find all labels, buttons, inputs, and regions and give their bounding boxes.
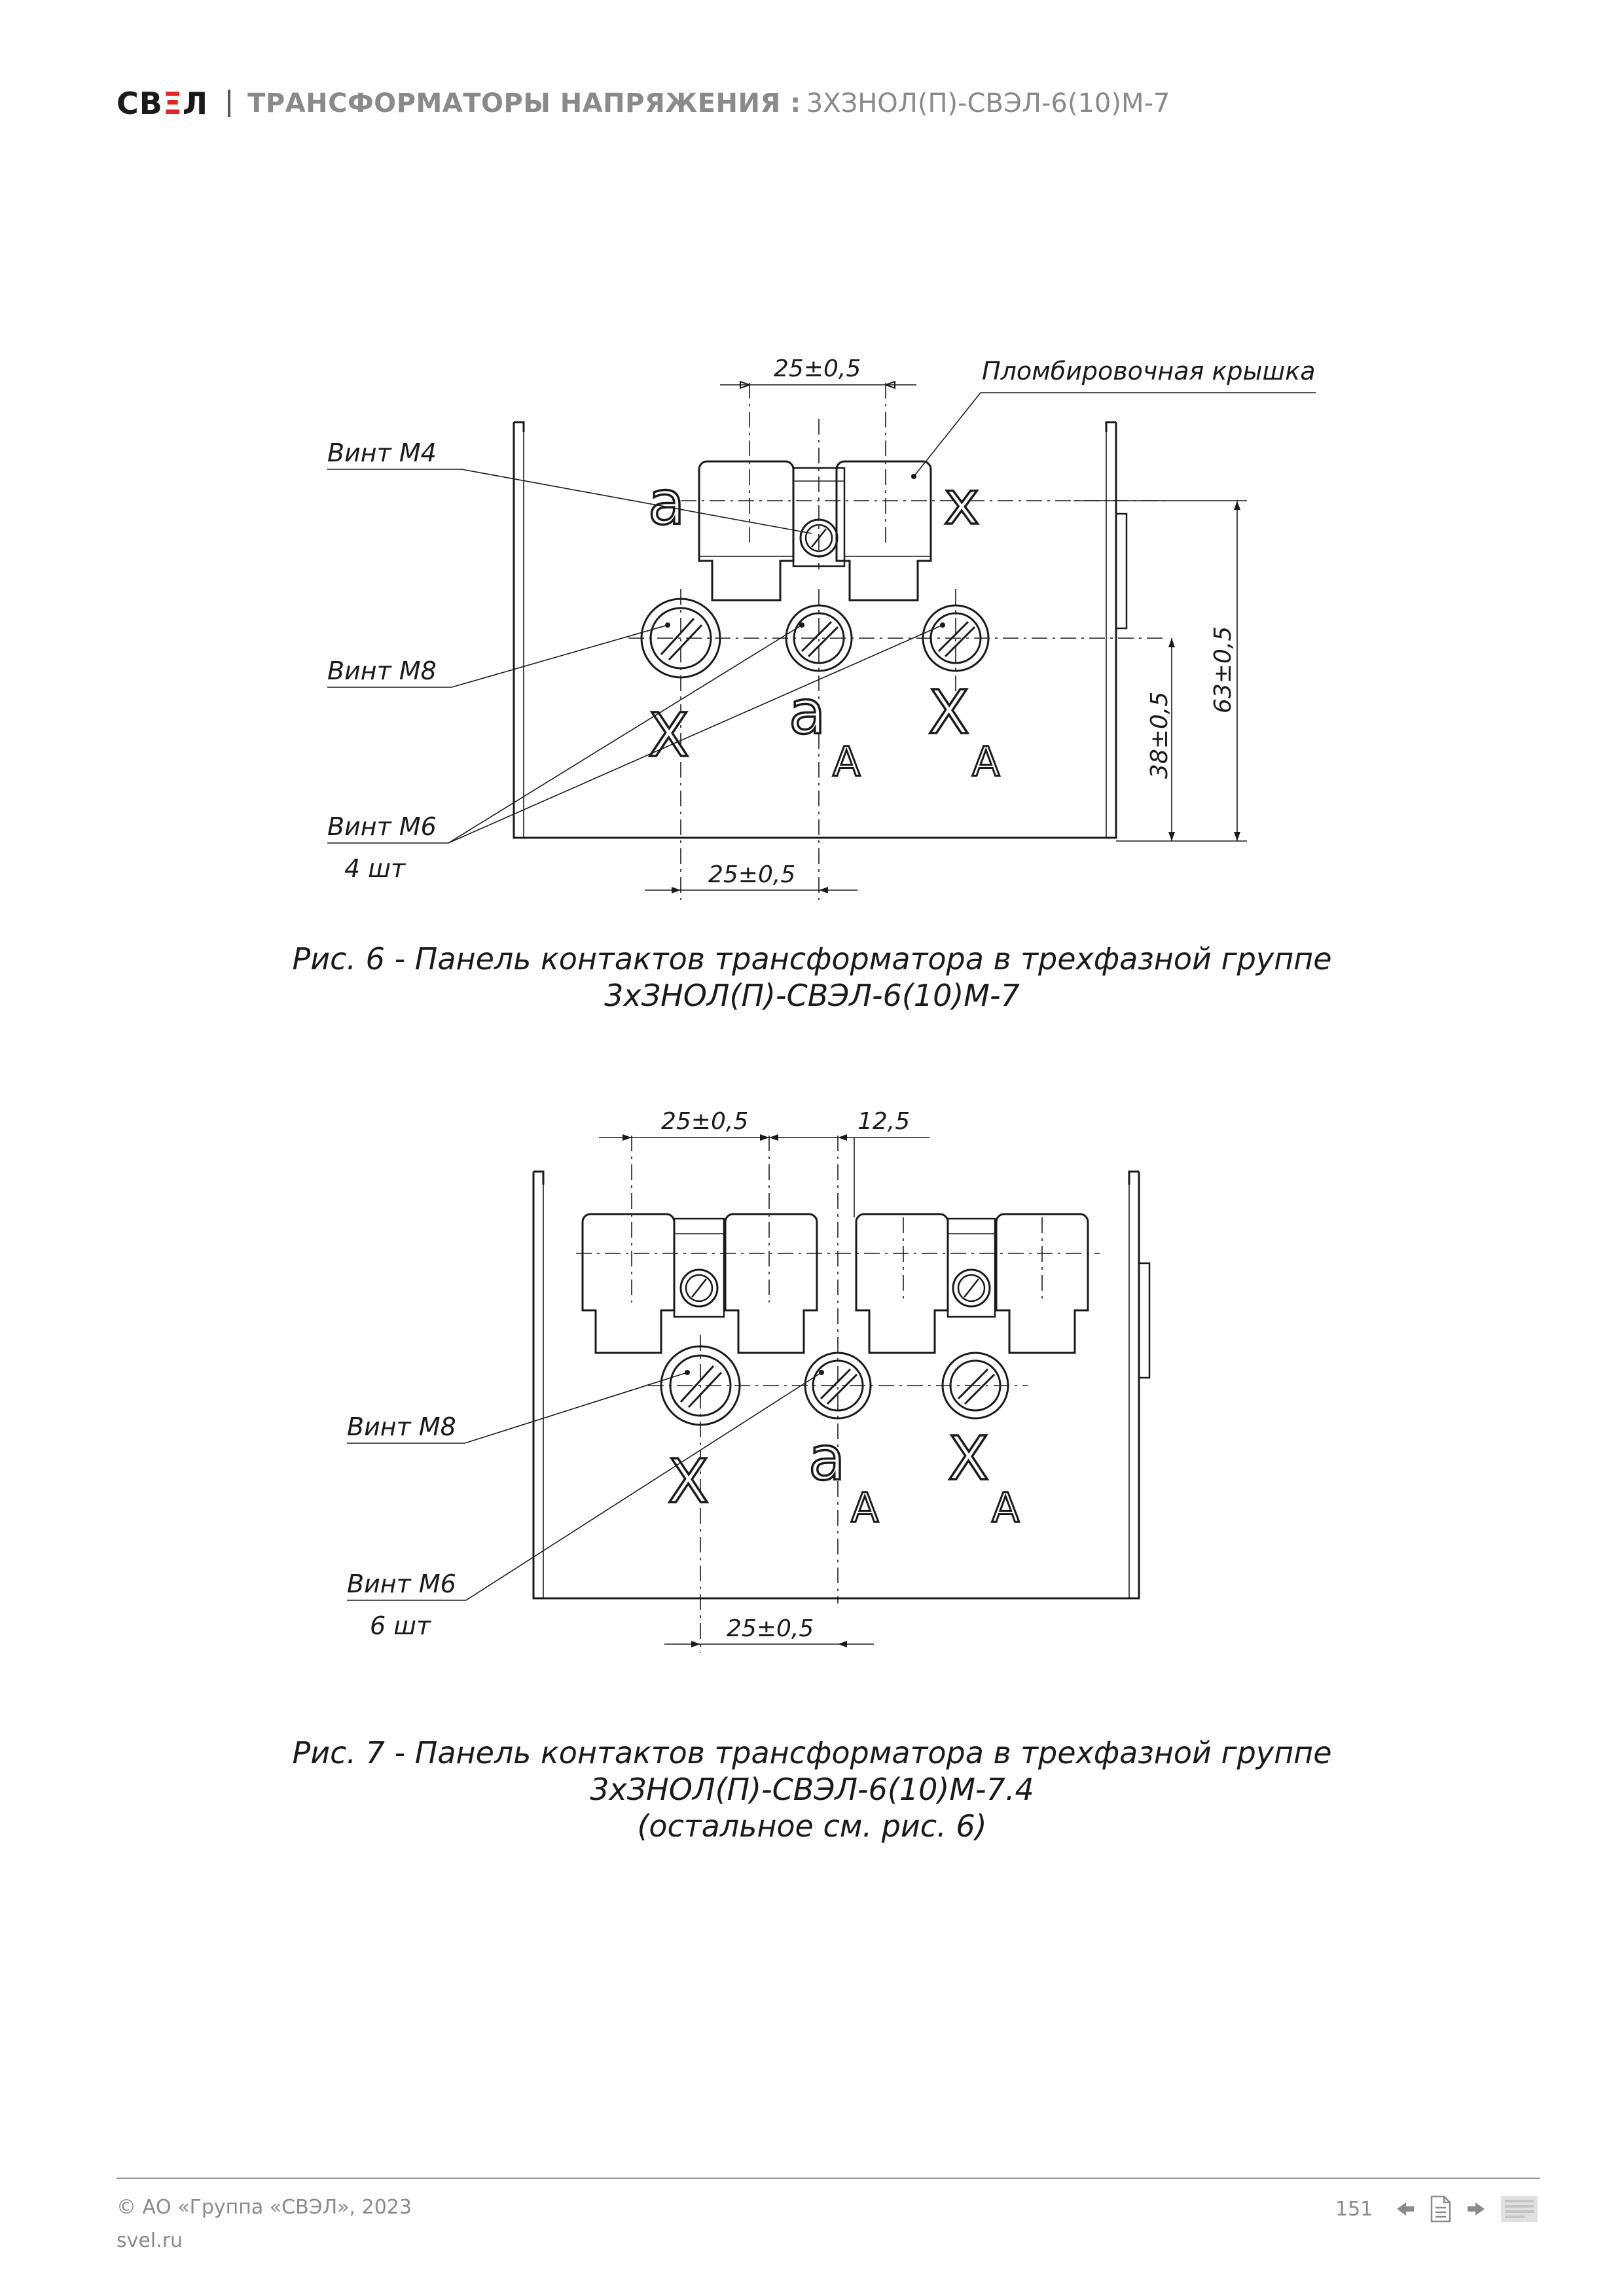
footer-divider [117, 2178, 1540, 2179]
arrow-left-icon[interactable] [1394, 2196, 1417, 2222]
label-screw-m8: Винт М8 [347, 1412, 456, 1441]
caption-line: Рис. 7 - Панель контактов трансформатора… [292, 1735, 1332, 1770]
label-screw-m4: Винт М4 [327, 439, 437, 467]
label-screw-m6: Винт М6 [347, 1570, 456, 1598]
header-title: ТРАНСФОРМАТОРЫ НАПРЯЖЕНИЯ : [247, 88, 801, 118]
caption-line: (остальное см. рис. 6) [637, 1808, 987, 1844]
fig6-dim-38: 38±0,5 [1146, 692, 1173, 779]
label-sealing-cover: Пломбировочная крышка [982, 357, 1316, 386]
terminal-x2: X [948, 1424, 989, 1494]
footer-site-link[interactable]: svel.ru [117, 2229, 183, 2252]
figure-6-caption: Рис. 6 - Панель контактов трансформатора… [0, 941, 1624, 1014]
page-thumbnail-icon[interactable] [1500, 2196, 1539, 2222]
caption-line: Рис. 6 - Панель контактов трансформатора… [292, 941, 1332, 977]
header-separator [228, 90, 231, 117]
panel-outline [532, 1172, 1140, 1600]
fig7-dim-bottom: 25±0,5 [727, 1615, 814, 1642]
terminal-X: X [668, 1446, 709, 1516]
terminal-X: X [648, 700, 689, 770]
terminal-x-top: x [944, 468, 979, 538]
fig7-dim-offset: 12,5 [857, 1108, 910, 1135]
figure-7-drawing: X a A X A 25±0,5 12,5 25±0,5 Винт М8 Вин… [347, 1108, 1151, 1653]
terminal-a-sub: A [851, 1484, 878, 1532]
logo-text-left: СВ [117, 86, 163, 121]
label-screw-m6: Винт М6 [327, 812, 437, 841]
page-header: СВΞЭЛЛ ТРАНСФОРМАТОРЫ НАПРЯЖЕНИЯ : 3ХЗНО… [117, 84, 1170, 123]
document-icon[interactable] [1429, 2195, 1453, 2223]
sealing-cover [698, 460, 932, 601]
footer-copyright: © АО «Группа «СВЭЛ», 2023 [117, 2196, 412, 2219]
page-number: 151 [1335, 2197, 1373, 2221]
sealing-cover-right [855, 1213, 1089, 1354]
caption-line: 3хЗНОЛ(П)-СВЭЛ-6(10)М-7 [604, 978, 1020, 1013]
fig6-dim-top: 25±0,5 [774, 355, 861, 382]
panel-outline [513, 422, 1117, 839]
header-model: 3ХЗНОЛ(П)-СВЭЛ-6(10)М-7 [806, 88, 1170, 118]
fig6-dim-63: 63±0,5 [1210, 626, 1236, 713]
svel-logo[interactable]: СВΞЭЛЛ [117, 86, 209, 121]
terminal-x2-sub: A [972, 738, 1000, 785]
label-screw-m8: Винт М8 [327, 656, 437, 685]
terminal-a-top: a [648, 468, 685, 538]
figure-6-drawing: a x X a A X A 25±0,5 25±0,5 38±0,5 63±0,… [327, 355, 1316, 900]
arrow-right-icon[interactable] [1464, 2196, 1488, 2222]
figure-7-caption: Рис. 7 - Панель контактов трансформатора… [0, 1734, 1624, 1844]
label-quantity: 6 шт [370, 1611, 432, 1640]
fig6-dim-bottom: 25±0,5 [708, 861, 795, 888]
terminal-a: a [808, 1424, 845, 1494]
fig7-dim-top: 25±0,5 [661, 1108, 748, 1135]
caption-line: 3хЗНОЛ(П)-СВЭЛ-6(10)М-7.4 [590, 1772, 1034, 1807]
terminal-a-sub: A [833, 738, 860, 785]
terminal-x2-sub: A [992, 1484, 1019, 1532]
label-quantity: 4 шт [344, 854, 406, 883]
sealing-cover-left [581, 1213, 818, 1354]
terminal-a: a [789, 677, 825, 747]
terminal-x2: X [928, 677, 969, 747]
page-navigation: 151 [1335, 2195, 1539, 2223]
